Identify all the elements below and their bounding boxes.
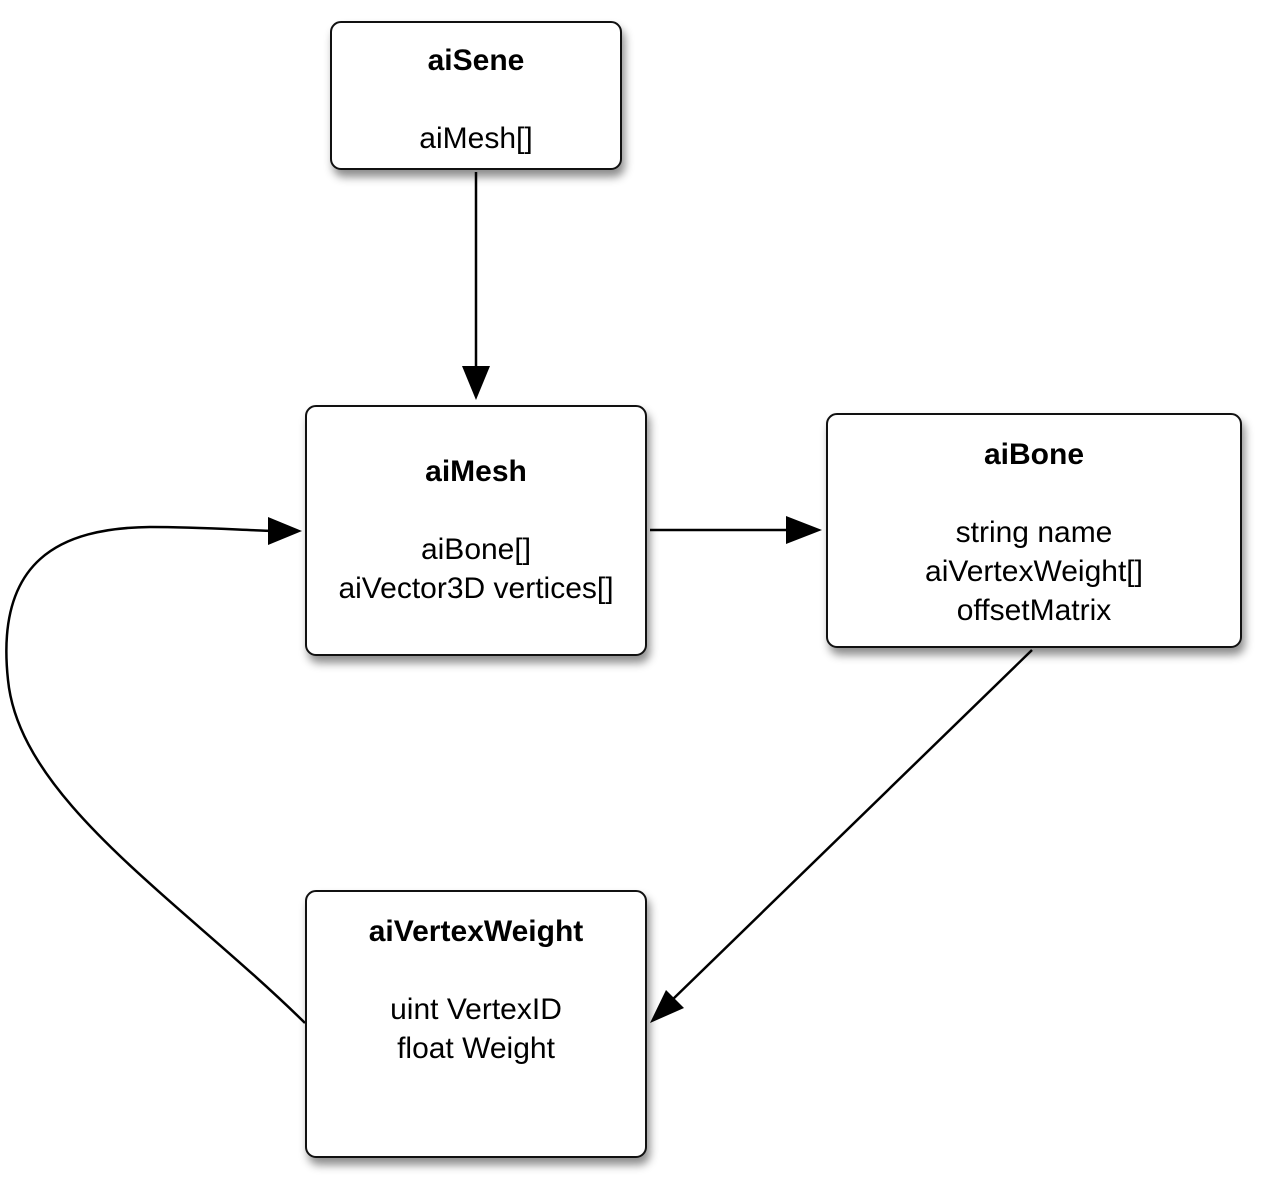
node-aivertexweight: aiVertexWeight uint VertexID float Weigh… <box>305 890 647 1158</box>
node-field: aiVector3D vertices[] <box>338 572 614 605</box>
arrowhead-aivertexweight-right <box>650 990 684 1023</box>
arrowhead-aimesh-left <box>268 517 302 545</box>
node-field: aiMesh[] <box>419 122 533 155</box>
node-field: aiVertexWeight[] <box>925 555 1143 588</box>
node-field: string name <box>955 516 1113 549</box>
edge-aivertexweight-to-aimesh <box>5 525 306 1024</box>
edge-aibone-to-aivertexweight <box>669 649 1033 1003</box>
node-field: float Weight <box>397 1032 555 1065</box>
node-aiscene: aiSene aiMesh[] <box>330 21 622 170</box>
node-field: offsetMatrix <box>956 594 1112 627</box>
arrowhead-aimesh-top <box>462 366 490 400</box>
node-field: uint VertexID <box>390 993 562 1026</box>
node-field: aiBone[] <box>420 533 532 566</box>
node-title: aiVertexWeight <box>368 915 584 948</box>
arrowhead-aibone-left <box>786 516 822 544</box>
node-title: aiMesh <box>425 455 527 488</box>
node-title: aiBone <box>983 438 1085 471</box>
node-title: aiSene <box>427 44 525 77</box>
node-aibone: aiBone string name aiVertexWeight[] offs… <box>826 413 1242 648</box>
node-aimesh: aiMesh aiBone[] aiVector3D vertices[] <box>305 405 647 656</box>
